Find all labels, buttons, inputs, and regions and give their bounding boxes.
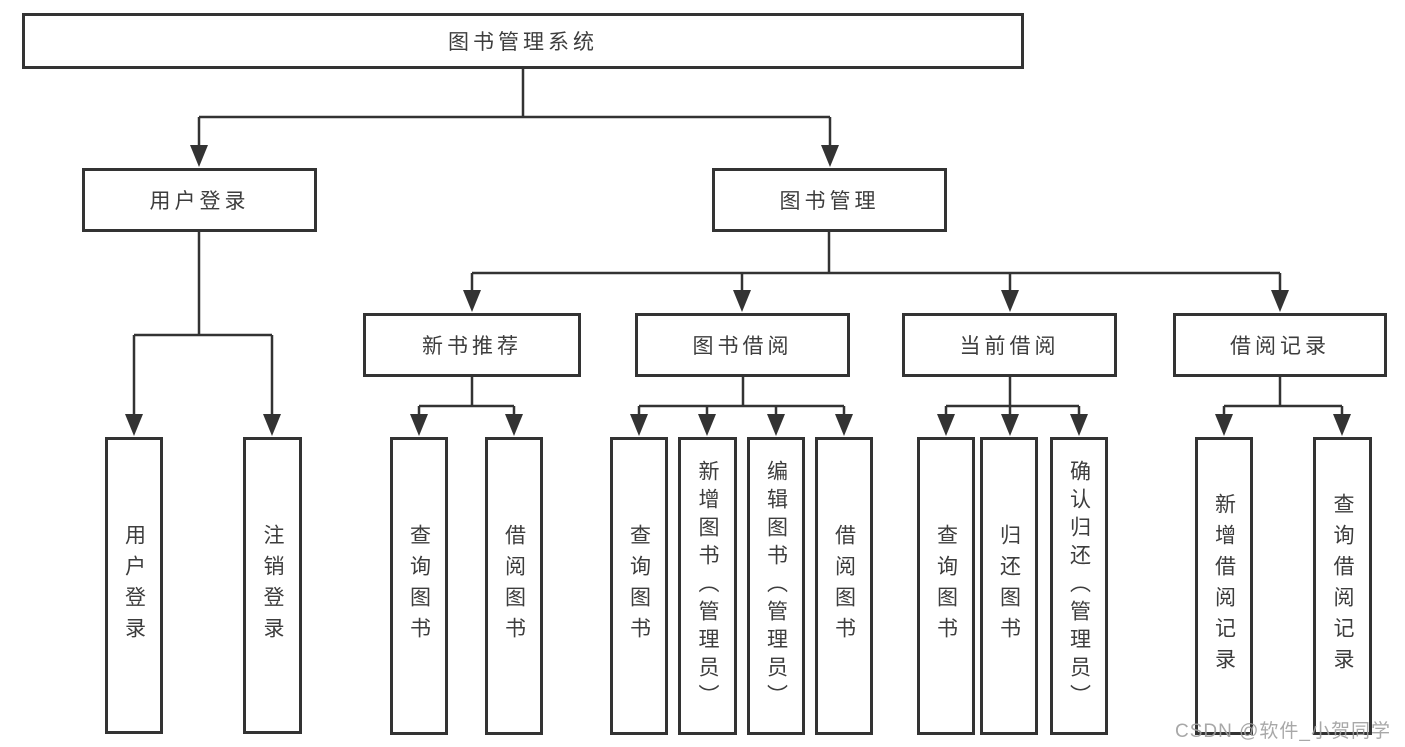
csdn-watermark: CSDN @软件_小贺同学 — [1175, 721, 1391, 742]
node-label: 确认归还（管理员） — [1067, 460, 1091, 712]
node-label: 注销登录 — [261, 523, 284, 648]
leaf-confirm-return-admin: 确认归还（管理员） — [1050, 437, 1108, 735]
node-label: 借阅图书 — [502, 524, 526, 648]
leaf-return-book: 归还图书 — [980, 437, 1038, 735]
arrowhead-icon — [1001, 290, 1019, 312]
arrowhead-icon — [125, 414, 143, 436]
node-current-borrow: 当前借阅 — [902, 313, 1117, 377]
arrowhead-icon — [821, 145, 839, 167]
node-root: 图书管理系统 — [22, 13, 1024, 69]
leaf-query-book-3: 查询图书 — [917, 437, 975, 735]
node-label: 查询图书 — [934, 524, 958, 648]
node-label: 图书借阅 — [692, 335, 793, 358]
node-label: 用户登录 — [122, 523, 146, 648]
leaf-query-borrow-record: 查询借阅记录 — [1313, 437, 1372, 735]
connector-book-borrow — [637, 377, 846, 418]
arrowhead-icon — [1070, 414, 1088, 436]
node-label: 新增图书（管理员） — [696, 460, 719, 712]
node-label: 图书管理系统 — [448, 31, 598, 54]
node-book-borrow: 图书借阅 — [635, 313, 850, 377]
node-label: 图书管理 — [779, 190, 880, 213]
arrowhead-icon — [698, 414, 716, 436]
arrowhead-icon — [463, 290, 481, 312]
arrowhead-icon — [937, 414, 955, 436]
node-label: 借阅记录 — [1230, 335, 1330, 358]
node-label: 查询图书 — [627, 524, 651, 648]
node-new-book-recommend: 新书推荐 — [363, 313, 581, 377]
leaf-query-book-2: 查询图书 — [610, 437, 668, 735]
leaf-user-login: 用户登录 — [105, 437, 163, 734]
leaf-query-book-1: 查询图书 — [390, 437, 448, 735]
leaf-borrow-book-2: 借阅图书 — [815, 437, 873, 735]
leaf-borrow-book-1: 借阅图书 — [485, 437, 543, 735]
leaf-logout: 注销登录 — [243, 437, 302, 734]
arrowhead-icon — [630, 414, 648, 436]
connector-user-login — [132, 232, 274, 417]
arrowhead-icon — [263, 414, 281, 436]
node-borrow-record: 借阅记录 — [1173, 313, 1387, 377]
node-label: 新书推荐 — [422, 335, 522, 358]
connector-root — [197, 69, 832, 148]
arrowhead-icon — [1001, 414, 1019, 436]
arrowhead-icon — [1271, 290, 1289, 312]
arrowhead-icon — [410, 414, 428, 436]
connector-new-book — [417, 377, 516, 418]
arrowhead-icon — [1215, 414, 1233, 436]
node-label: 当前借阅 — [959, 335, 1060, 358]
node-user-login: 用户登录 — [82, 168, 317, 232]
node-label: 查询借阅记录 — [1331, 493, 1354, 679]
leaf-edit-book-admin: 编辑图书（管理员） — [747, 437, 805, 735]
node-label: 归还图书 — [997, 524, 1021, 648]
arrowhead-icon — [1333, 414, 1351, 436]
node-label: 借阅图书 — [832, 524, 856, 648]
leaf-add-book-admin: 新增图书（管理员） — [678, 437, 737, 735]
node-label: 新增借阅记录 — [1212, 493, 1236, 679]
arrowhead-icon — [733, 290, 751, 312]
node-label: 用户登录 — [149, 190, 250, 213]
connector-borrow-record — [1222, 377, 1344, 418]
node-label: 编辑图书（管理员） — [764, 460, 788, 712]
arrowhead-icon — [505, 414, 523, 436]
arrowhead-icon — [767, 414, 785, 436]
node-label: 查询图书 — [407, 524, 431, 648]
node-book-management: 图书管理 — [712, 168, 947, 232]
connector-current-borrow — [944, 377, 1081, 418]
arrowhead-icon — [190, 145, 208, 167]
leaf-add-borrow-record: 新增借阅记录 — [1195, 437, 1253, 735]
connector-book-management — [470, 232, 1282, 293]
arrowhead-icon — [835, 414, 853, 436]
